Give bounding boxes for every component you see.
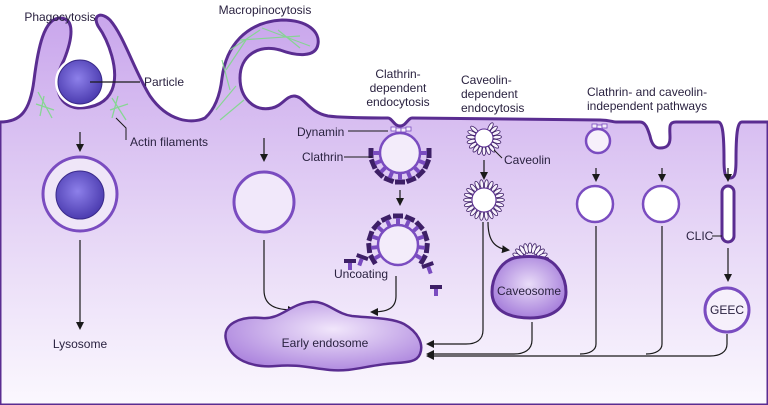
clathrin-unit xyxy=(422,158,432,170)
clathrin-title-line1: Clathrin- xyxy=(375,67,420,81)
clathrin-unit-leg xyxy=(387,171,394,179)
clathrin-unit xyxy=(393,213,403,219)
independent-coat xyxy=(591,123,608,130)
clathrin-unit-leg xyxy=(418,159,426,166)
arrow-caveolin-to-endosome xyxy=(426,222,484,348)
clathrin-unit-leg xyxy=(373,253,381,261)
lysosome-label: Lysosome xyxy=(53,337,108,351)
clathrin-unit xyxy=(418,253,428,266)
clathrin-unit xyxy=(395,179,405,185)
independent-vesicle-2 xyxy=(641,184,681,224)
clathrin-unit xyxy=(368,253,378,266)
clathrin-coated-pit xyxy=(378,131,422,175)
clathrin-unit-leg xyxy=(373,151,379,155)
clathrin-unit-leg xyxy=(406,171,413,179)
clathrin-unit-leg xyxy=(379,166,387,174)
caveolin-unit xyxy=(481,146,487,156)
clathrin-unit-leg xyxy=(376,225,384,233)
clathrin-unit-leg xyxy=(396,218,400,224)
caveolin-unit xyxy=(495,197,505,203)
clathrin-unit xyxy=(423,242,430,254)
clathrin-unit-leg xyxy=(385,219,392,227)
actin-filaments-macro xyxy=(215,27,311,121)
clathrin-unit xyxy=(366,242,373,254)
geec xyxy=(703,286,751,334)
arrow-ind-2-to-endosome xyxy=(645,226,663,355)
phagosome-particle xyxy=(55,170,105,220)
clathrin-unit-leg xyxy=(370,245,378,250)
clathrin-unit xyxy=(426,148,432,158)
caveolin-unit xyxy=(492,134,502,140)
arrow-clathrin-2 xyxy=(370,276,397,316)
caveolin-vesicle-core xyxy=(474,128,494,148)
clathrin-coat-uncoating xyxy=(366,213,430,266)
arrow-geec-to-endosome xyxy=(426,334,728,360)
clathrin-unit xyxy=(405,175,417,185)
caveolin-label: Caveolin xyxy=(504,153,551,167)
caveolin-pointer xyxy=(493,149,503,159)
caveosome-label: Caveosome xyxy=(497,284,561,298)
clathrin-unit-leg xyxy=(404,219,411,227)
cell-membrane xyxy=(0,13,768,405)
clathrin-unit xyxy=(371,220,382,231)
dynamin-label: Dynamin xyxy=(297,125,344,139)
clathrin-unit xyxy=(366,230,375,242)
actin-pointer xyxy=(115,117,127,140)
caveolin-unit xyxy=(463,197,473,203)
clathrin-unit xyxy=(374,168,385,179)
clathrin-title-line3: endocytosis xyxy=(366,95,429,109)
phagocytosis-title: Phagocytosis xyxy=(24,10,95,24)
clathrin-unit-leg xyxy=(418,245,426,250)
clathrin-unit xyxy=(383,175,395,185)
independent-title-line2: independent pathways xyxy=(587,99,707,113)
arrow-caveosome-to-endosome xyxy=(426,322,533,358)
clathrin-unit xyxy=(368,158,378,170)
clathrin-vesicle xyxy=(376,223,420,267)
clathrin-unit-leg xyxy=(413,166,421,174)
independent-vesicle-1 xyxy=(575,184,615,224)
actin-filaments-label: Actin filaments xyxy=(130,135,208,149)
clathrin-unit xyxy=(421,230,430,242)
arrow-caveolin-to-caveosome xyxy=(487,221,510,254)
independent-title-line1: Clathrin- and caveolin- xyxy=(587,85,707,99)
clathrin-unit-leg xyxy=(421,151,427,155)
caveolin-vesicle-core xyxy=(471,187,497,213)
clathrin-unit-leg xyxy=(374,159,382,166)
clathrin-coat xyxy=(368,148,432,185)
caveolin-pit xyxy=(466,122,502,156)
early-endosome-label: Early endosome xyxy=(282,336,369,350)
macropinocytosis-title: Macropinocytosis xyxy=(219,3,312,17)
geec-label: GEEC xyxy=(710,303,744,317)
caveolin-title-line1: Caveolin- xyxy=(461,73,512,87)
actin-filaments-phago xyxy=(35,91,129,121)
caveolin-title-line2: dependent xyxy=(461,87,518,101)
independent-pit-1 xyxy=(584,127,612,155)
clathrin-unit-leg xyxy=(398,174,402,180)
caveolin-title-line3: endocytosis xyxy=(461,101,524,115)
caveolin-vesicle xyxy=(463,179,505,221)
clic-label: CLIC xyxy=(686,229,714,243)
clathrin-unit-leg xyxy=(412,225,420,233)
particle-label: Particle xyxy=(144,75,184,89)
arrow-ind-1-to-endosome xyxy=(579,226,597,355)
clathrin-label: Clathrin xyxy=(302,150,343,164)
clathrin-unit xyxy=(415,168,426,179)
macropinosome xyxy=(232,170,296,234)
clic-tubule xyxy=(720,184,736,244)
clathrin-unit-leg xyxy=(417,234,425,241)
uncoating-label: Uncoating xyxy=(334,267,388,281)
clathrin-unit-leg xyxy=(371,234,379,241)
clathrin-unit xyxy=(368,148,374,158)
clathrin-unit xyxy=(380,214,392,223)
clathrin-unit xyxy=(414,220,425,231)
caveosome xyxy=(490,255,568,320)
early-endosome xyxy=(224,300,423,372)
clathrin-triskelions xyxy=(344,253,442,296)
clathrin-unit-leg xyxy=(415,253,423,261)
clathrin-unit xyxy=(404,214,416,223)
dynamin-ring xyxy=(390,126,412,133)
clathrin-title-line2: dependent xyxy=(370,81,427,95)
